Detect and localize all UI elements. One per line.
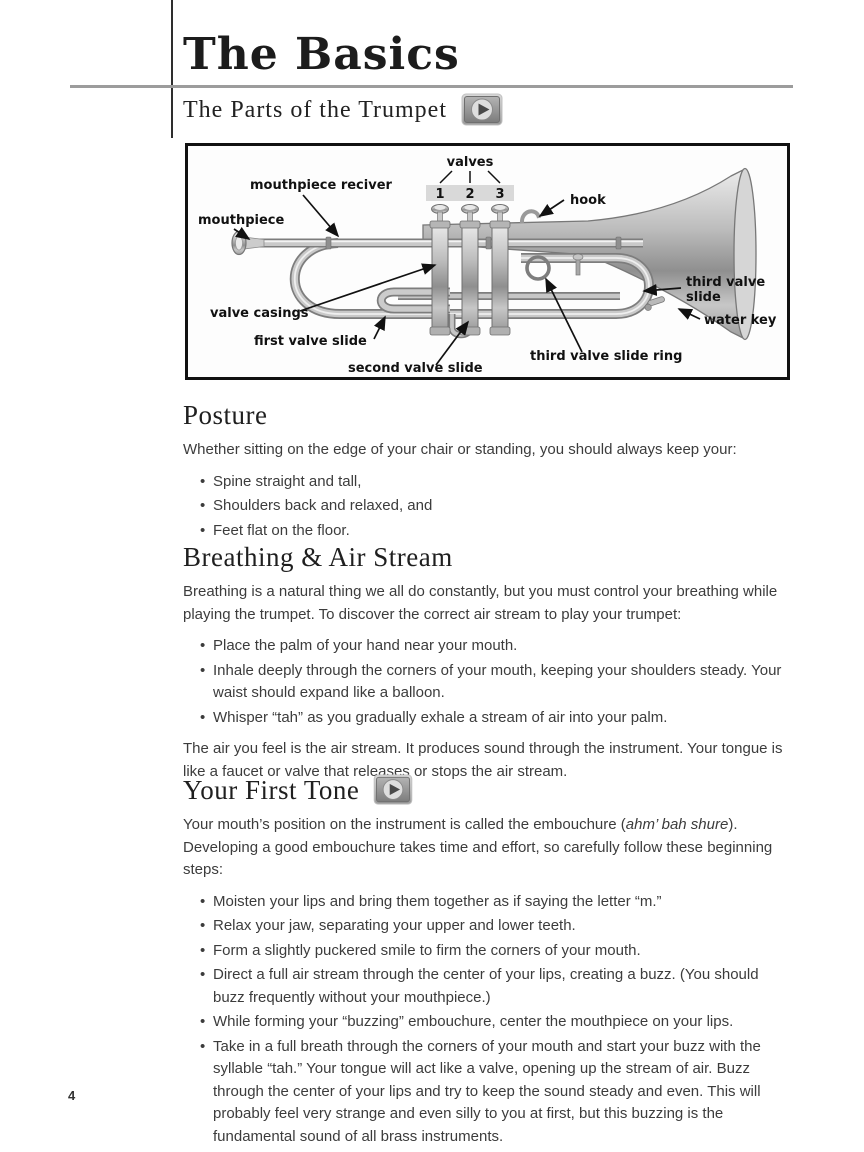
video-play-icon[interactable]	[373, 774, 413, 806]
list-item: Form a slightly puckered smile to firm t…	[200, 940, 793, 963]
third-valve-slide-ring-part	[525, 255, 551, 281]
valve-cluster	[426, 185, 514, 336]
page-number: 4	[68, 1088, 76, 1103]
label-third-valve-slide-line1: third valve	[686, 275, 765, 290]
section-subtitle: The Parts of the Trumpet	[183, 97, 447, 123]
label-mouthpiece: mouthpiece	[198, 213, 284, 228]
list-item: Whisper “tah” as you gradually exhale a …	[200, 707, 793, 730]
intro-post: ). Developing a good embouchure takes ti…	[183, 816, 773, 878]
posture-intro: Whether sitting on the edge of your chai…	[183, 441, 737, 458]
breathing-outro: The air you feel is the air stream. It p…	[183, 740, 783, 780]
horizontal-rule	[70, 85, 793, 88]
intro-pronunciation: ahm’ bah shure	[625, 816, 729, 833]
valve-number-strip	[426, 185, 514, 201]
label-valve-2: 2	[465, 187, 474, 202]
first-valve-slide-part	[376, 287, 450, 314]
posture-heading: Posture	[183, 400, 268, 430]
list-item: Relax your jaw, separating your upper an…	[200, 915, 793, 938]
list-item: Spine straight and tall,	[200, 471, 793, 494]
first-tone-list: Moisten your lips and bring them togethe…	[200, 891, 793, 1149]
video-play-icon[interactable]	[461, 93, 503, 127]
first-tone-intro: Your mouth’s position on the instrument …	[183, 814, 793, 882]
water-key-part	[644, 296, 665, 311]
subtitle-row: The Parts of the Trumpet	[183, 92, 503, 128]
page-title: The Basics	[183, 29, 460, 80]
label-mouthpiece-receiver: mouthpiece reciver	[250, 178, 393, 193]
label-valve-casings: valve casings	[210, 306, 309, 321]
section-breathing: Breathing & Air Stream Breathing is a na…	[183, 541, 793, 792]
breathing-heading: Breathing & Air Stream	[183, 542, 453, 572]
leadpipe	[258, 236, 643, 250]
list-item: Shoulders back and relaxed, and	[200, 495, 793, 518]
trumpet-illustration: valves 1 2 3 mouthpiece reciver mouthpie…	[198, 155, 777, 376]
section-posture: Posture Whether sitting on the edge of y…	[183, 399, 793, 544]
valve-2	[459, 204, 481, 336]
list-item: Direct a full air stream through the cen…	[200, 964, 793, 1009]
posture-list: Spine straight and tall, Shoulders back …	[200, 471, 793, 543]
label-valve-3: 3	[495, 187, 504, 202]
callout-arrows	[233, 170, 701, 366]
valve-1	[429, 204, 451, 336]
vertical-rule	[171, 0, 173, 138]
label-valves: valves	[447, 155, 494, 170]
trumpet-bottom-tubing	[289, 238, 654, 319]
label-third-valve-slide-line2: slide	[686, 290, 721, 305]
list-item: Take in a full breath through the corner…	[200, 1036, 793, 1149]
intro-pre: Your mouth’s position on the instrument …	[183, 816, 626, 833]
list-item: While forming your “buzzing” embouchure,…	[200, 1011, 793, 1034]
breathing-list: Place the palm of your hand near your mo…	[200, 635, 793, 729]
label-valve-1: 1	[435, 187, 444, 202]
list-item: Moisten your lips and bring them togethe…	[200, 891, 793, 914]
tuning-brace	[572, 253, 584, 276]
mouthpiece-part	[231, 230, 265, 256]
valve-3	[489, 204, 511, 336]
list-item: Feet flat on the floor.	[200, 520, 793, 543]
label-first-valve-slide: first valve slide	[254, 334, 367, 349]
first-tone-heading-row: Your First Tone	[183, 774, 793, 806]
section-first-tone: Your First Tone Your mouth’s position on…	[183, 774, 793, 1150]
label-water-key: water key	[704, 313, 777, 328]
list-item: Inhale deeply through the corners of you…	[200, 660, 793, 705]
hook-part	[520, 209, 541, 224]
list-item: Place the palm of your hand near your mo…	[200, 635, 793, 658]
label-hook: hook	[570, 193, 606, 208]
label-second-valve-slide: second valve slide	[348, 361, 483, 376]
breathing-intro: Breathing is a natural thing we all do c…	[183, 583, 778, 623]
trumpet-diagram: valves 1 2 3 mouthpiece reciver mouthpie…	[185, 143, 790, 380]
first-tone-heading: Your First Tone	[183, 775, 360, 805]
label-third-valve-slide-ring: third valve slide ring	[530, 349, 682, 364]
